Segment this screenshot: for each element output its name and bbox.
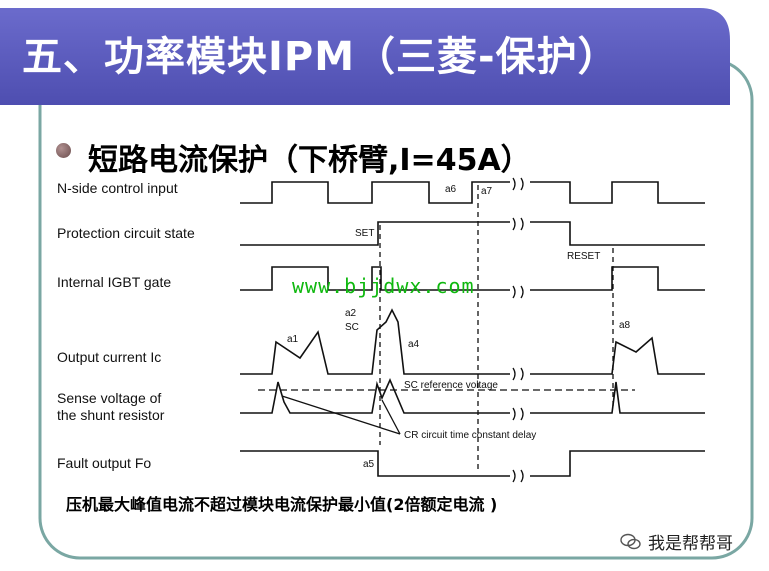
- annotation-a4: a4: [408, 339, 420, 350]
- signal-label-n-side-control: N-side control input: [57, 180, 178, 196]
- waveform-fault-output-tail: [530, 450, 705, 477]
- break-marks: [512, 177, 524, 483]
- section-heading: 短路电流保护（下桥臂,I=45A）: [88, 143, 531, 178]
- footer-note: 压机最大峰值电流不超过模块电流保护最小值(2倍额定电流 ): [66, 495, 498, 514]
- waveform-output-current: [240, 308, 510, 375]
- signal-label-protection-state: Protection circuit state: [57, 225, 195, 241]
- watermark-text: www.bjjdwx.com: [292, 274, 475, 298]
- brand-badge: 我是帮帮哥: [620, 529, 733, 554]
- annotation-a2: a2: [345, 308, 357, 319]
- waveform-igbt-gate-tail: [530, 266, 705, 291]
- signal-label-fault-output: Fault output Fo: [57, 455, 151, 471]
- annotation-sc-reference: SC reference voltage: [404, 380, 498, 391]
- annotation-cr-delay: CR circuit time constant delay: [404, 430, 536, 441]
- slide-title: 五、功率模块IPM（三菱-保护）: [22, 34, 619, 80]
- annotation-sc: SC: [345, 322, 359, 333]
- annotation-a5: a5: [363, 459, 375, 470]
- annotation-set: SET: [355, 228, 374, 239]
- signal-label-sense-voltage: Sense voltage of: [57, 390, 161, 406]
- waveform-igbt-gate: [240, 266, 510, 291]
- annotation-reset: RESET: [567, 251, 600, 262]
- brand-label: 我是帮帮哥: [648, 534, 733, 554]
- waveform-protection-state: [240, 221, 510, 246]
- waveform-sense-voltage: [240, 377, 510, 414]
- signal-label-output-current: Output current Ic: [57, 349, 161, 365]
- title-banner: [0, 8, 730, 105]
- annotation-a6: a6: [445, 184, 457, 195]
- waveform-n-side-control: [240, 181, 510, 204]
- waveform-fault-output: [240, 450, 510, 477]
- waveform-n-side-control-tail: [530, 181, 705, 204]
- annotation-a7: a7: [481, 186, 493, 197]
- annotation-a1: a1: [287, 334, 299, 345]
- signal-label-igbt-gate: Internal IGBT gate: [57, 274, 171, 290]
- bullet-icon: [56, 143, 71, 158]
- waveform-protection-state-tail: [530, 221, 705, 246]
- waveform-sense-voltage-tail: [530, 381, 705, 414]
- annotation-a8: a8: [619, 320, 631, 331]
- waveform-output-current-tail: [530, 336, 705, 375]
- wechat-icon: [620, 533, 641, 549]
- signal-label-shunt-resistor: the shunt resistor: [57, 407, 165, 423]
